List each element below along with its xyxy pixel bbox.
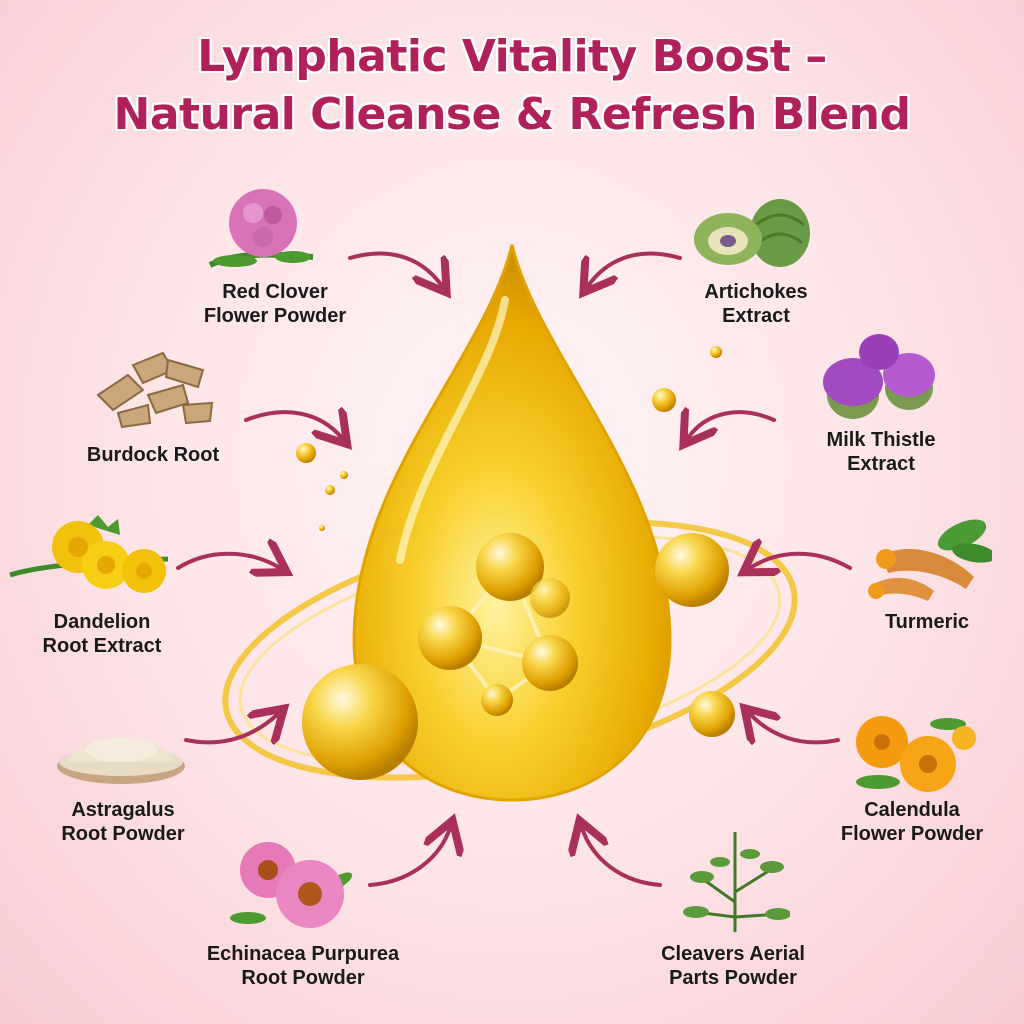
oil-bubble [325, 485, 335, 495]
echinacea-flower-icon [230, 842, 353, 928]
calendula-flower-icon [856, 716, 976, 792]
dandelion-icon [9, 515, 169, 593]
ingredient-label-dandelion: Dandelion Root Extract [42, 611, 162, 657]
title-line-2: Natural Cleanse & Refresh Blend [113, 89, 911, 140]
page-title: Lymphatic Vitality Boost – Natural Clean… [0, 28, 1024, 144]
oil-bubble [340, 471, 348, 479]
oil-bubble [296, 443, 316, 463]
ingredient-label-cleavers: Cleavers Aerial Parts Powder [661, 943, 805, 989]
arrow-artichokes [588, 251, 682, 286]
arrow-calendula [750, 714, 840, 742]
red-clover-flower-icon [208, 189, 314, 268]
turmeric-icon [868, 519, 992, 601]
ingredient-label-burdock-root: Burdock Root [86, 444, 220, 466]
oil-bubble [652, 388, 676, 412]
arrow-turmeric [750, 554, 852, 568]
ingredient-label-calendula: Calendula Flower Powder [840, 799, 984, 845]
milk-thistle-icon [823, 334, 935, 419]
arrow-burdock [244, 412, 342, 438]
oil-bubble [302, 664, 418, 780]
astragalus-powder-icon [57, 737, 185, 784]
arrow-dandelion [176, 554, 280, 568]
ingredient-label-artichokes: Artichokes Extract [704, 281, 808, 327]
oil-bubble [710, 346, 722, 358]
cleavers-plant-icon [683, 832, 790, 932]
oil-bubble [689, 691, 735, 737]
ingredient-label-turmeric: Turmeric [884, 611, 970, 633]
arrow-red-clover [348, 251, 442, 286]
drop-highlight [396, 296, 509, 564]
ingredient-label-echinacea: Echinacea Purpurea Root Powder [206, 943, 400, 989]
ingredient-label-astragalus: Astragalus Root Powder [61, 799, 185, 845]
artichoke-icon [694, 199, 810, 267]
title-line-1: Lymphatic Vitality Boost – [197, 31, 827, 82]
arrow-cleavers [582, 828, 662, 887]
ingredient-label-red-clover: Red Clover Flower Powder [203, 281, 347, 327]
burdock-root-icon [96, 351, 214, 429]
oil-bubble [655, 533, 729, 607]
arrow-milk-thistle [688, 412, 776, 438]
arrow-echinacea [368, 828, 450, 887]
ingredient-label-milk-thistle: Milk Thistle Extract [826, 429, 936, 475]
arrow-astragalus [184, 714, 278, 742]
oil-bubble [319, 525, 325, 531]
